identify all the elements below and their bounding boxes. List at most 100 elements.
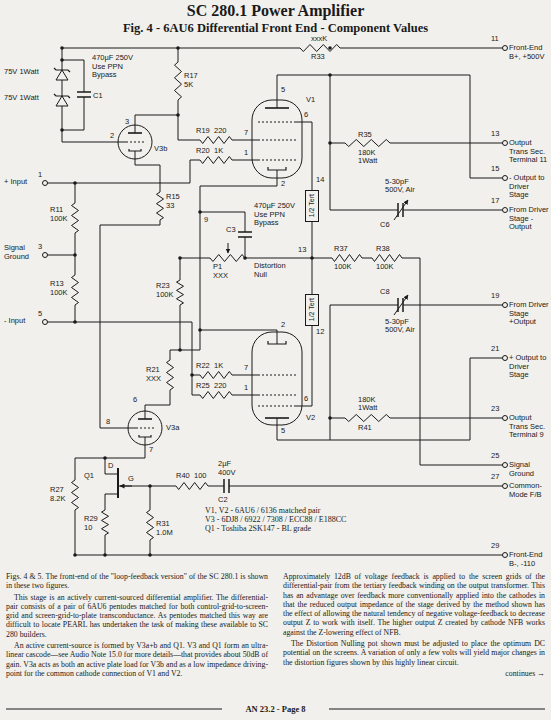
part-label: 1 — [244, 149, 248, 158]
body-paragraph: This stage is an actively current-source… — [6, 593, 268, 639]
resistor-symbol — [210, 255, 245, 262]
part-label: R40 — [176, 472, 190, 481]
terminal — [503, 356, 508, 361]
text-column: Approximately 12dB of voltage feedback i… — [283, 572, 545, 680]
part-label: 5 — [281, 427, 285, 436]
part-label: R29 — [84, 515, 98, 524]
resistor-symbol — [300, 45, 340, 52]
part-label: 29 — [491, 542, 499, 551]
junction-dot — [73, 553, 77, 557]
tube-plate — [128, 132, 142, 134]
junction-dot — [148, 553, 152, 557]
terminal — [503, 553, 508, 558]
part-label: 6 — [304, 111, 308, 120]
winding-link — [312, 222, 313, 294]
part-label: 6 — [133, 396, 137, 405]
junction-dot — [190, 373, 194, 377]
part-label: D — [108, 462, 113, 471]
part-label: R31 — [156, 520, 170, 529]
part-label: R21 — [146, 366, 160, 375]
part-label: Q1 — [84, 472, 94, 481]
junction-dot — [178, 348, 182, 352]
part-label: V2 — [306, 414, 315, 423]
part-label: 3 — [38, 243, 42, 252]
resistor-symbol — [200, 372, 232, 379]
part-label: 8 — [106, 418, 110, 427]
part-label: From Driver Stage +Output — [509, 301, 549, 327]
part-label: 15 — [491, 165, 499, 174]
capacitor-symbol — [224, 479, 229, 493]
wire — [105, 494, 118, 555]
part-label: 500V, Air — [385, 326, 415, 335]
junction-dot — [328, 416, 332, 420]
wire — [200, 212, 245, 258]
part-label: 2 — [110, 132, 114, 141]
part-label: 100K — [50, 289, 68, 298]
wire — [75, 458, 105, 555]
junction-dot — [328, 46, 332, 50]
tube-grid — [258, 140, 296, 141]
part-label: V1 — [306, 96, 315, 105]
tube-grid — [258, 375, 296, 376]
part-label: 25 — [491, 452, 499, 461]
tube-plate — [265, 107, 289, 109]
part-label: 5K — [184, 81, 193, 90]
capacitor-symbol — [77, 92, 91, 97]
zener-diode — [54, 94, 70, 98]
junction-dot — [243, 256, 247, 260]
part-label: R20 — [196, 147, 210, 156]
resistor-symbol — [332, 255, 362, 262]
resistor-symbol — [167, 360, 174, 390]
part-label: 12 — [316, 328, 324, 337]
resistor-symbol — [102, 510, 109, 535]
wire — [75, 555, 503, 556]
part-label: Output Trans Sec. Terminal 9 — [509, 414, 549, 440]
pot-wiper — [228, 243, 229, 253]
junction-dot — [60, 46, 64, 50]
resistor-symbol — [345, 415, 390, 422]
resistor-symbol — [72, 480, 79, 510]
part-label: R23 — [156, 282, 170, 291]
part-label: Signal Ground — [509, 461, 549, 478]
wire — [6, 709, 222, 710]
part-label: 5 — [38, 310, 42, 319]
body-paragraph: Approximately 12dB of voltage feedback i… — [283, 572, 545, 637]
part-label: From Driver Stage -Output — [509, 206, 549, 232]
wire — [47, 322, 258, 395]
zener-diode — [56, 70, 68, 80]
part-label: 1K — [214, 362, 223, 371]
jfet-channel — [117, 468, 119, 498]
junction-dot — [176, 46, 180, 50]
part-label: 17 — [491, 197, 499, 206]
junction-dot — [60, 58, 64, 62]
junction-dot — [328, 141, 332, 145]
wire — [180, 258, 503, 465]
terminal — [503, 141, 508, 146]
part-label: Signal Ground — [4, 244, 36, 261]
resistor-symbol — [72, 275, 79, 305]
wire — [105, 437, 145, 474]
winding-box: 1/2 Tert — [305, 190, 319, 222]
part-label: 75V 1Watt — [4, 68, 39, 77]
part-label: 10 — [84, 524, 92, 533]
terminal — [43, 253, 48, 258]
terminal — [503, 484, 508, 489]
wire — [296, 326, 312, 406]
part-label: 1.0M — [156, 529, 173, 538]
pentode-tube — [252, 332, 302, 425]
part-label: 1 — [244, 384, 248, 393]
resistor-symbol — [175, 62, 182, 100]
part-label: 7 — [244, 129, 248, 138]
part-label: R17 — [184, 72, 198, 81]
junction-dot — [103, 553, 107, 557]
part-label: C6 — [380, 221, 390, 230]
part-label: V3a — [166, 424, 179, 433]
triode-tube — [128, 411, 162, 445]
wire — [135, 115, 178, 133]
part-label: 100K — [376, 263, 394, 272]
part-label: R13 — [50, 280, 64, 289]
junction-dot — [73, 253, 77, 257]
part-label: G — [128, 475, 134, 484]
resistor-symbol — [147, 510, 154, 540]
title: SC 280.1 Power Amplifier — [0, 2, 551, 20]
